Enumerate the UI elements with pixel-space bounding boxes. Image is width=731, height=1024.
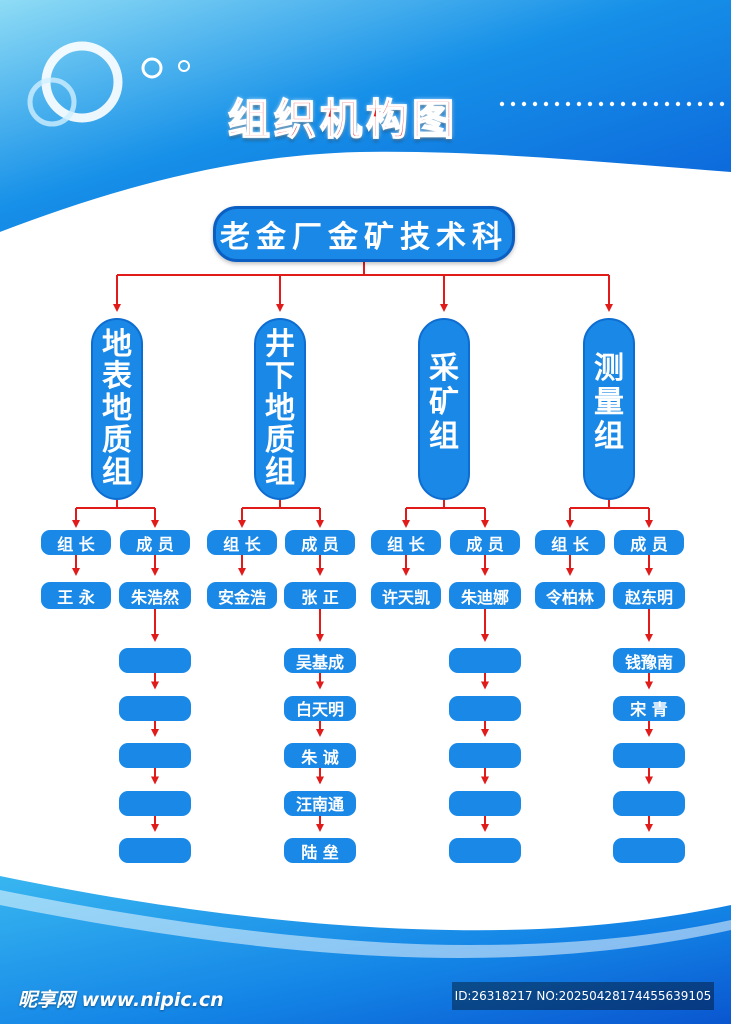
deco-dot (620, 101, 626, 107)
member-name-2-3 (449, 743, 521, 768)
member-name-0-1 (119, 648, 191, 673)
leader-name-2: 许天凯 (371, 582, 441, 609)
top-wave-highlight (0, 155, 731, 252)
member-name-0-4 (119, 790, 191, 816)
member-label-1: 成 员 (285, 530, 355, 555)
deco-ring-small (141, 57, 163, 79)
deco-dot (609, 101, 615, 107)
group-node-0: 地表地质组 (91, 318, 143, 500)
deco-dot (642, 101, 648, 107)
watermark-id: ID:26318217 NO:20250428174455639105 (452, 982, 714, 1010)
deco-dot (631, 101, 637, 107)
member-name-1-0: 张 正 (284, 582, 356, 609)
member-label-3: 成 员 (614, 530, 684, 555)
leader-name-1: 安金浩 (207, 582, 277, 609)
group-name-char: 地 (102, 327, 132, 362)
group-name-char: 质 (265, 423, 295, 458)
group-node-2: 采矿组 (418, 318, 470, 500)
deco-dotted-line (499, 101, 725, 107)
group-name-char: 组 (429, 419, 459, 454)
member-name-2-0: 朱迪娜 (449, 582, 521, 609)
top-wave-band (0, 0, 731, 232)
leader-label-3: 组 长 (535, 530, 605, 555)
member-name-2-5 (449, 838, 521, 863)
deco-dot (565, 101, 571, 107)
deco-dot (719, 101, 725, 107)
deco-dot (697, 101, 703, 107)
member-name-2-1 (449, 648, 521, 673)
deco-ring-medium (27, 77, 77, 127)
member-name-3-4 (613, 790, 685, 816)
member-name-3-1: 钱豫南 (613, 648, 685, 673)
leader-label-0: 组 长 (41, 530, 111, 555)
logo: 昵享网 www.nipic.cn (18, 989, 224, 1011)
group-name-char: 组 (102, 455, 132, 490)
member-name-0-2 (119, 695, 191, 721)
group-name-char: 井 (265, 327, 295, 362)
group-name-char: 组 (265, 455, 295, 490)
deco-dot (598, 101, 604, 107)
member-name-0-3 (119, 743, 191, 768)
deco-dot (653, 101, 659, 107)
member-name-3-3 (613, 743, 685, 768)
group-name-char: 表 (102, 359, 132, 394)
deco-dot (499, 101, 505, 107)
page-title: 组织机构图 (227, 94, 459, 145)
group-node-3: 测量组 (583, 318, 635, 500)
deco-dot (708, 101, 714, 107)
member-name-1-2: 白天明 (284, 695, 356, 721)
group-node-1: 井下地质组 (254, 318, 306, 500)
deco-ring-tiny (178, 60, 190, 72)
deco-dot (543, 101, 549, 107)
group-name-char: 矿 (429, 385, 459, 420)
group-name-char: 下 (265, 359, 295, 394)
member-label-2: 成 员 (450, 530, 520, 555)
leader-label-1: 组 长 (207, 530, 277, 555)
group-name-char: 质 (102, 423, 132, 458)
member-name-1-3: 朱 诚 (284, 743, 356, 768)
deco-dot (532, 101, 538, 107)
group-name-char: 组 (594, 419, 624, 454)
leader-name-3: 令柏林 (535, 582, 605, 609)
member-name-2-4 (449, 790, 521, 816)
leader-label-2: 组 长 (371, 530, 441, 555)
deco-dot (521, 101, 527, 107)
group-name-char: 采 (429, 351, 459, 386)
member-name-1-1: 吴基成 (284, 648, 356, 673)
deco-dot (664, 101, 670, 107)
member-name-3-5 (613, 838, 685, 863)
deco-dot (576, 101, 582, 107)
group-name-char: 测 (594, 351, 624, 386)
group-name-char: 地 (265, 391, 295, 426)
deco-dot (554, 101, 560, 107)
bottom-wave-highlight (0, 890, 731, 958)
member-name-3-0: 赵东明 (613, 582, 685, 609)
member-name-2-2 (449, 695, 521, 721)
member-name-0-0: 朱浩然 (119, 582, 191, 609)
member-name-1-5: 陆 垒 (284, 838, 356, 863)
group-name-char: 量 (594, 385, 624, 420)
deco-dot (675, 101, 681, 107)
member-name-3-2: 宋 青 (613, 695, 685, 721)
deco-dot (587, 101, 593, 107)
member-label-0: 成 员 (120, 530, 190, 555)
member-name-1-4: 汪南通 (284, 790, 356, 816)
deco-dot (686, 101, 692, 107)
leader-name-0: 王 永 (41, 582, 111, 609)
root-node: 老金厂金矿技术科 (213, 206, 515, 262)
group-name-char: 地 (102, 391, 132, 426)
member-name-0-5 (119, 838, 191, 863)
deco-dot (510, 101, 516, 107)
